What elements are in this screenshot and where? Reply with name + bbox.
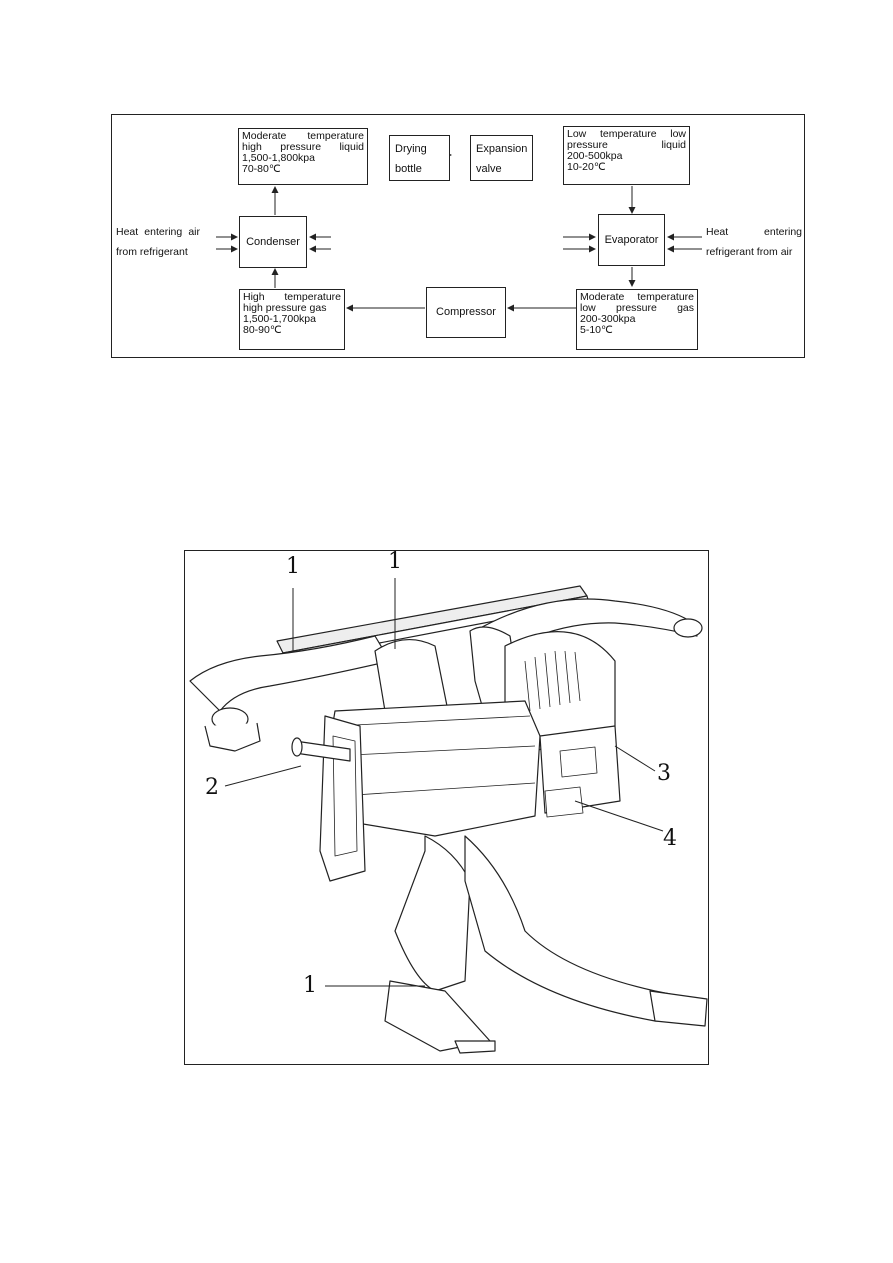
box-high-temp-high-pressure-gas: High temperature high pressure gas 1,500… bbox=[239, 289, 345, 350]
box-compressor: Compressor bbox=[426, 287, 506, 338]
leader-4 bbox=[574, 800, 664, 832]
box-evaporator: Evaporator bbox=[598, 214, 665, 266]
callout-4: 4 bbox=[663, 826, 677, 851]
refrigeration-cycle-flowchart: Moderate temperature high pressure liqui… bbox=[111, 114, 805, 358]
leader-2 bbox=[224, 765, 302, 787]
box-condenser: Condenser bbox=[239, 216, 307, 268]
flow-arrows bbox=[216, 151, 702, 312]
box-drying-bottle: Drying bottle bbox=[389, 135, 450, 181]
hvac-assembly-drawing bbox=[189, 585, 708, 1054]
leader-3 bbox=[614, 745, 656, 772]
hvac-assembly-figure: 1 1 2 3 4 1 bbox=[184, 550, 709, 1065]
note-heat-air-from-refrigerant: Heat entering air from refrigerant bbox=[116, 226, 200, 258]
callout-1-floor-duct: 1 bbox=[303, 973, 317, 998]
box-expansion-valve: Expansion valve bbox=[470, 135, 533, 181]
right-vent-duct bbox=[474, 598, 698, 657]
callout-2: 2 bbox=[205, 775, 219, 800]
floor-outlet-right bbox=[649, 990, 708, 1027]
box-moderate-temp-high-pressure-liquid: Moderate temperature high pressure liqui… bbox=[238, 128, 368, 185]
callout-leaders bbox=[224, 578, 664, 987]
callout-1-left-duct: 1 bbox=[286, 554, 300, 579]
box-moderate-temp-low-pressure-gas: Moderate temperature low pressure gas 20… bbox=[576, 289, 698, 350]
note-heat-refrigerant-from-air: Heat entering refrigerant from air bbox=[706, 226, 802, 258]
box-low-temp-low-pressure-liquid: Low temperature low pressure liquid 200-… bbox=[563, 126, 690, 185]
callout-3: 3 bbox=[657, 761, 671, 786]
floor-duct-right bbox=[464, 835, 706, 1022]
right-vent-outlet bbox=[673, 618, 703, 638]
callout-1-center-duct: 1 bbox=[388, 550, 402, 574]
